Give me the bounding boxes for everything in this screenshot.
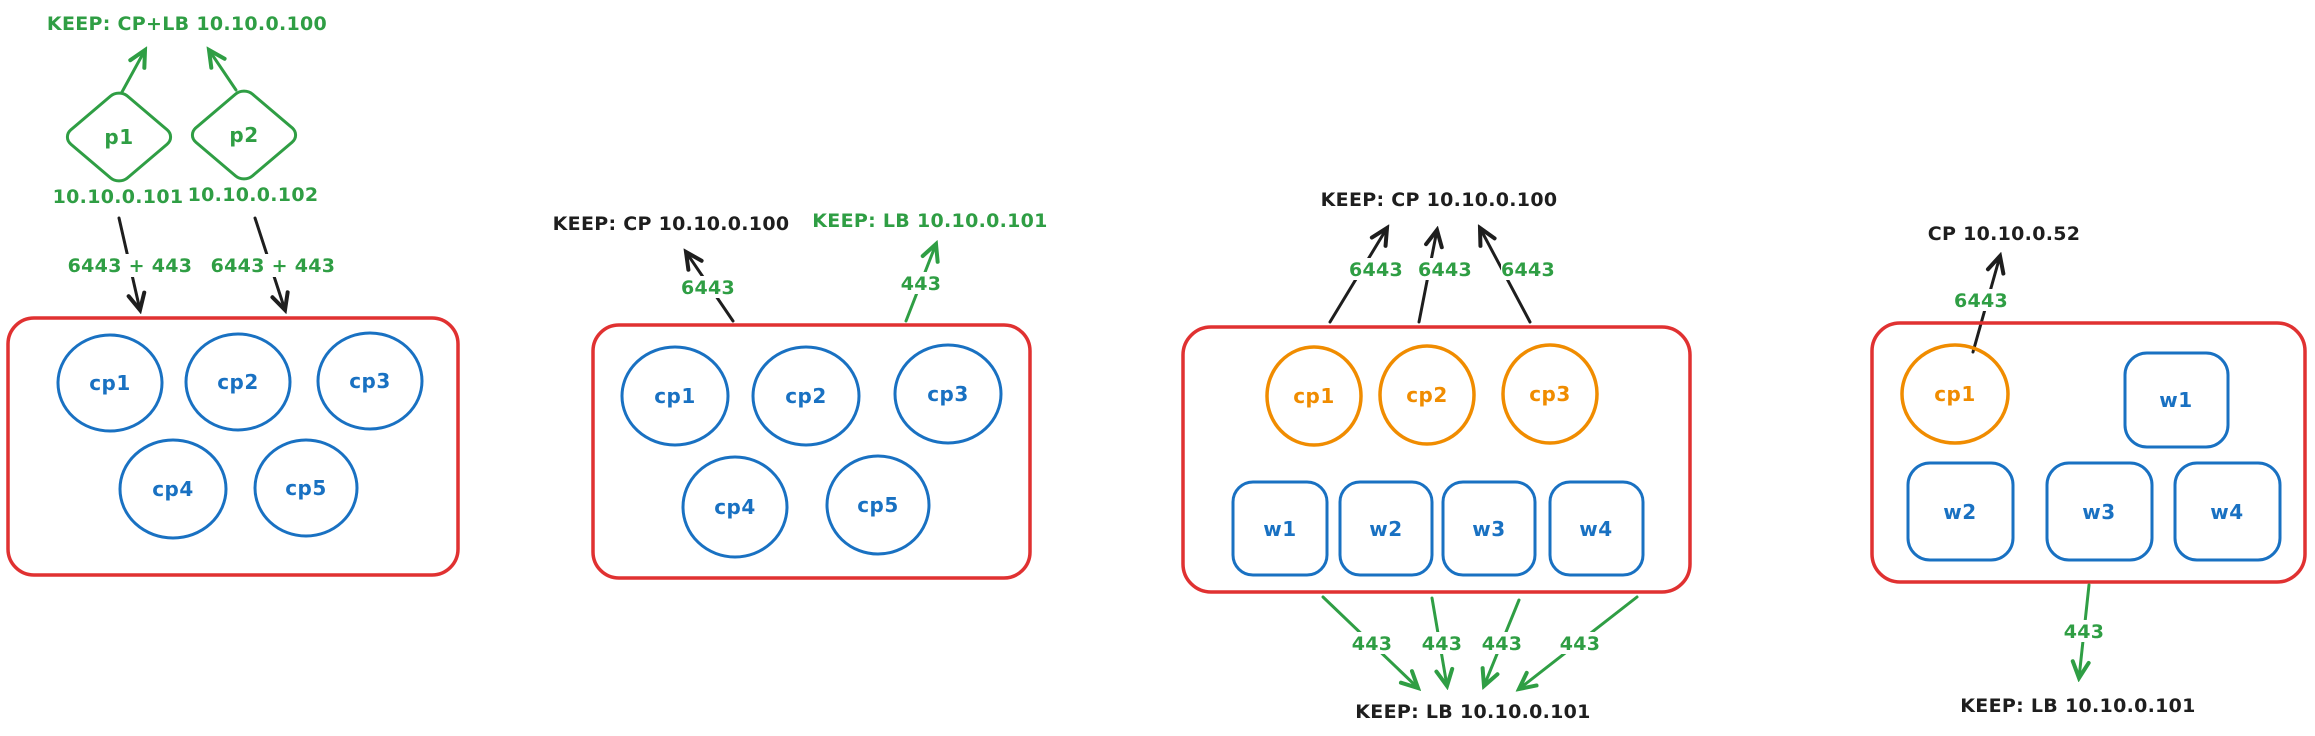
worker-label: w2 [1369, 517, 1402, 541]
keep-lb-label: KEEP: LB 10.10.0.101 [1355, 701, 1590, 723]
worker-box [1231, 480, 1329, 577]
cluster-boundary [1870, 321, 2307, 584]
worker-box [1548, 480, 1645, 577]
proxy-node-label: p2 [229, 123, 258, 147]
port-label: 6443 + 443 [211, 255, 336, 277]
control-plane-label: cp3 [349, 369, 391, 393]
keep-lb-label: KEEP: LB 10.10.0.101 [812, 210, 1047, 232]
control-plane-label: cp4 [714, 495, 756, 519]
worker-box [2045, 461, 2154, 562]
lb-port-label: 443 [1422, 633, 1463, 655]
worker-label: w1 [2159, 388, 2192, 412]
control-plane-label: cp5 [285, 476, 327, 500]
cp-port-label: 6443 [1954, 290, 2008, 312]
control-plane-circle [316, 331, 424, 431]
port-label-bg [1421, 632, 1464, 654]
worker-box [1906, 461, 2015, 562]
control-plane-circle [56, 333, 164, 433]
worker-box [1441, 480, 1537, 577]
control-plane-circle [253, 438, 359, 538]
control-plane-circle [893, 343, 1003, 445]
proxy-diamond [187, 87, 300, 183]
control-plane-circle [620, 345, 730, 447]
control-plane-label: cp2 [217, 370, 259, 394]
worker-box [2123, 351, 2230, 449]
cluster-boundary [591, 323, 1032, 580]
cluster-boundary [1181, 325, 1692, 594]
control-plane-circle [1378, 344, 1476, 446]
control-plane-label: cp1 [1293, 384, 1335, 408]
control-plane-label: cp5 [857, 493, 899, 517]
port-label-bg [1501, 258, 1556, 280]
proxy-node-label: p1 [104, 125, 133, 149]
port-label-bg [1481, 632, 1524, 654]
control-plane-circle [118, 438, 228, 540]
control-plane-circle [825, 454, 931, 556]
control-plane-label: cp1 [654, 384, 696, 408]
cp-port-label: 6443 [1349, 259, 1403, 281]
keep-cp-label: KEEP: CP 10.10.0.100 [1321, 189, 1558, 211]
port-label: 6443 + 443 [68, 255, 193, 277]
cluster-single-cp: CP 10.10.0.52 6443 cp1 w1 w2 w3 w4 443 K… [1870, 223, 2307, 717]
proxy1-to-vip-arrow [120, 50, 145, 94]
control-plane-label: cp2 [785, 384, 827, 408]
cp-label: CP 10.10.0.52 [1928, 223, 2081, 245]
keep-cp-lb-label: KEEP: CP+LB 10.10.0.100 [47, 13, 327, 35]
worker-label: w4 [1579, 517, 1612, 541]
lb-port-label: 443 [1482, 633, 1523, 655]
port-label-bg [216, 254, 330, 277]
control-plane-circle [1501, 343, 1599, 445]
control-plane-circle [681, 455, 789, 559]
lb-port-label: 443 [1560, 633, 1601, 655]
cluster-boundary [6, 316, 460, 577]
control-plane-circle [184, 332, 292, 432]
proxy2-to-vip-arrow [209, 50, 238, 92]
worker-box [2173, 461, 2282, 562]
lb-port-label: 443 [901, 273, 942, 295]
port-label-bg [682, 276, 734, 298]
control-plane-circle [1900, 343, 2010, 445]
worker-label: w4 [2210, 500, 2243, 524]
worker-box [1338, 480, 1434, 577]
worker-label: w2 [1943, 500, 1976, 524]
port-label-bg [2062, 620, 2106, 642]
port-label-bg [1955, 289, 2008, 311]
proxy-diamond [62, 89, 175, 185]
cluster-keepalived-cp-lb: KEEP: CP 10.10.0.100 KEEP: LB 10.10.0.10… [553, 210, 1047, 580]
port-label-bg [73, 254, 187, 277]
control-plane-label: cp3 [927, 382, 969, 406]
port-label-bg [900, 272, 942, 294]
port-label-bg [1559, 632, 1602, 654]
worker-label: w3 [1472, 517, 1505, 541]
control-plane-circle [1265, 345, 1363, 447]
lb-port-label: 443 [1352, 633, 1393, 655]
worker-label: w3 [2082, 500, 2115, 524]
proxy-ip: 10.10.0.101 [53, 186, 184, 208]
control-plane-label: cp4 [152, 477, 194, 501]
control-plane-label: cp2 [1406, 383, 1448, 407]
control-plane-label: cp1 [1934, 382, 1976, 406]
proxy-ip: 10.10.0.102 [188, 184, 319, 206]
cluster-external-proxies: KEEP: CP+LB 10.10.0.100 p1 p2 10.10.0.10… [6, 13, 460, 577]
control-plane-label: cp1 [89, 371, 131, 395]
port-label-bg [1350, 258, 1403, 280]
cluster-cp-workers: KEEP: CP 10.10.0.100 6443 6443 6443 cp1 … [1181, 189, 1692, 723]
control-plane-label: cp3 [1529, 382, 1571, 406]
port-label-bg [1351, 632, 1394, 654]
control-plane-circle [751, 345, 861, 447]
worker-label: w1 [1263, 517, 1296, 541]
cp-port-label: 6443 [1501, 259, 1555, 281]
lb-port-label: 443 [2064, 621, 2105, 643]
keep-lb-label: KEEP: LB 10.10.0.101 [1960, 695, 2195, 717]
port-label-bg [1419, 258, 1472, 280]
cp-port-label: 6443 [681, 277, 735, 299]
keep-cp-label: KEEP: CP 10.10.0.100 [553, 213, 790, 235]
cp-port-label: 6443 [1418, 259, 1472, 281]
